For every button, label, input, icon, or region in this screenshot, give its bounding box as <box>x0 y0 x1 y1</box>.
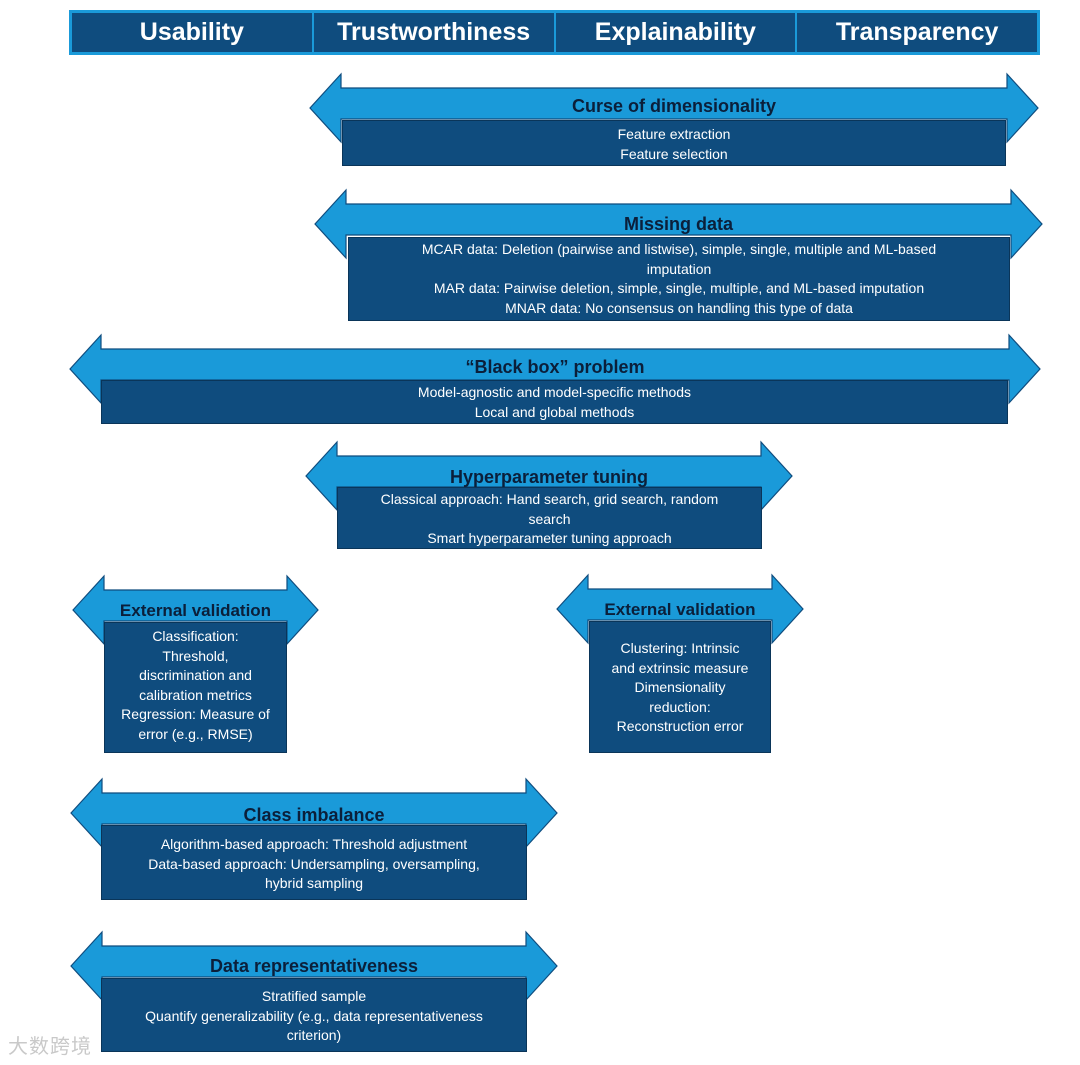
arrow-data-representativeness: Data representativeness Stratified sampl… <box>70 930 558 1053</box>
arrow-content-box: Model-agnostic and model-specific method… <box>101 380 1008 424</box>
header-explainability: Explainability <box>556 13 798 52</box>
arrow-title: “Black box” problem <box>465 357 645 377</box>
arrow-black-box-problem: “Black box” problem Model-agnostic and m… <box>69 333 1041 425</box>
double-arrow-path <box>314 188 1043 260</box>
content-line: Data-based approach: Undersampling, over… <box>148 855 480 872</box>
arrow-content-box: Classical approach: Hand search, grid se… <box>337 487 762 549</box>
arrow-curse-of-dimensionality: Curse of dimensionality Feature extracti… <box>309 72 1039 172</box>
content-line: Local and global methods <box>474 403 635 420</box>
content-line: Clustering: Intrinsic <box>620 640 740 656</box>
arrow-content-box: Clustering: Intrinsic and extrinsic meas… <box>589 621 771 753</box>
double-arrow-shape <box>314 188 1043 260</box>
double-arrow-path <box>309 72 1039 144</box>
double-arrow-path <box>556 573 804 645</box>
arrow-class-imbalance: Class imbalance Algorithm-based approach… <box>70 777 558 901</box>
arrow-title: Data representativeness <box>209 956 419 976</box>
content-line: Model-agnostic and model-specific method… <box>417 384 692 400</box>
content-line: Classification: <box>152 628 239 644</box>
double-arrow-shape <box>309 72 1039 144</box>
arrow-content-box: MCAR data: Deletion (pairwise and listwi… <box>348 237 1010 321</box>
arrow-content-box: Stratified sample Quantify generalizabil… <box>101 978 527 1052</box>
arrow-title: Missing data <box>623 214 734 234</box>
content-line: Feature selection <box>620 145 728 162</box>
header-transparency: Transparency <box>835 18 999 46</box>
content-line: Smart hyperparameter tuning approach <box>427 530 672 546</box>
dimension-header: Usability Trustworthiness Explainability… <box>69 10 1040 55</box>
content-line: Threshold, <box>162 647 229 664</box>
content-line: criterion) <box>286 1027 342 1043</box>
content-line: hybrid sampling <box>264 875 364 891</box>
content-line: calibration metrics <box>139 686 252 703</box>
arrow-title: External validation <box>119 601 272 620</box>
arrow-title: Hyperparameter tuning <box>449 467 649 487</box>
arrow-content-box: Feature extraction Feature selection <box>342 120 1006 166</box>
content-line: Feature extraction <box>617 126 731 142</box>
arrow-title: Class imbalance <box>243 805 385 825</box>
header-usability: Usability <box>72 13 314 52</box>
double-arrow-shape <box>556 573 804 645</box>
arrow-content-box: Classification: Threshold, discriminatio… <box>104 622 287 753</box>
header-trustworthiness: Trustworthiness <box>314 13 556 52</box>
content-line: Algorithm-based approach: Threshold adju… <box>160 836 468 852</box>
content-line: Dimensionality <box>634 679 726 695</box>
arrow-title: External validation <box>604 600 756 619</box>
content-line: error (e.g., RMSE) <box>138 725 253 742</box>
arrow-content-box: Algorithm-based approach: Threshold adju… <box>101 825 527 900</box>
arrow-title: Curse of dimensionality <box>571 96 777 116</box>
content-line: Quantify generalizability (e.g., data re… <box>145 1007 483 1024</box>
content-line: MAR data: Pairwise deletion, simple, sin… <box>433 280 925 296</box>
content-line: and extrinsic measure <box>611 659 749 676</box>
content-line: MNAR data: No consensus on handling this… <box>505 299 853 316</box>
content-line: search <box>528 510 571 527</box>
content-line: Reconstruction error <box>616 718 744 734</box>
content-line: reduction: <box>649 698 711 715</box>
arrow-external-validation-supervised: External validation Classification: Thre… <box>72 574 319 754</box>
content-line: discrimination and <box>139 667 252 683</box>
arrow-external-validation-unsupervised: External validation Clustering: Intrinsi… <box>556 573 804 754</box>
watermark-logo: 大数跨境 <box>8 1034 92 1058</box>
content-line: Stratified sample <box>261 988 367 1004</box>
arrow-hyperparameter-tuning: Hyperparameter tuning Classical approach… <box>305 440 793 550</box>
content-line: Classical approach: Hand search, grid se… <box>380 491 719 507</box>
content-line: imputation <box>646 260 712 277</box>
content-line: MCAR data: Deletion (pairwise and listwi… <box>421 241 937 257</box>
arrow-missing-data: Missing data MCAR data: Deletion (pairwi… <box>314 188 1043 322</box>
content-line: Regression: Measure of <box>121 706 270 722</box>
